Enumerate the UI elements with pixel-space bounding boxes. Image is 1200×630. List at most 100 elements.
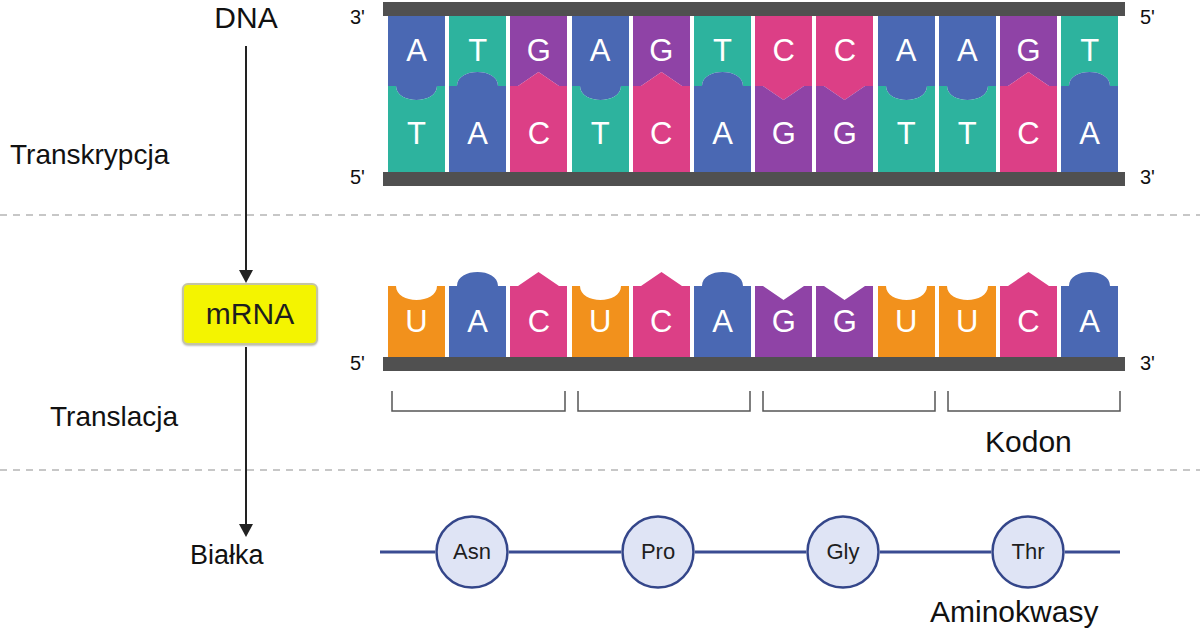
base-letter: C [1000,117,1057,151]
base-letter: C [510,117,567,151]
nucleotide-block: A [449,270,506,357]
base-letter: A [1061,305,1118,339]
nucleotide-block: U [572,270,629,357]
amino-acid-name: Thr [991,539,1065,565]
base-letter: G [755,117,812,151]
arrow-head [239,270,253,283]
nucleotide-block: T [939,72,996,172]
strand-backbone [383,357,1125,371]
strand-backbone [383,172,1125,186]
nucleotide-block: A [939,16,996,100]
base-letter: A [1061,117,1118,151]
base-letter: A [388,34,445,68]
base-letter: G [633,34,690,68]
nucleotide-block: A [878,16,935,100]
strand-end-label: 3' [1140,350,1155,376]
nucleotide-shape [449,72,506,172]
stage-label: Kodon [985,424,1072,460]
peptide-bond-line [695,551,806,554]
base-letter: U [572,305,629,339]
nucleotide-shape [572,86,629,172]
nucleotide-shape [510,272,567,357]
nucleotide-block: A [388,16,445,100]
nucleotide-shape [510,72,567,172]
stage-label: Transkrypcja [10,138,169,172]
base-letter: T [939,117,996,151]
nucleotide-shape [388,86,445,172]
base-letter: T [1061,34,1118,68]
stage-label: Aminokwasy [930,594,1098,630]
nucleotide-shape [1000,72,1057,172]
base-letter: T [878,117,935,151]
nucleotide-block: U [939,270,996,357]
base-letter: C [510,305,567,339]
nucleotide-block: G [755,72,812,172]
amino-acid-circle: Asn [435,515,509,589]
nucleotide-block: C [1000,72,1057,172]
nucleotide-block: T [878,72,935,172]
nucleotide-block: C [510,72,567,172]
base-letter: G [816,305,873,339]
molecule-label: mRNA [184,296,316,332]
nucleotide-shape [755,286,812,357]
base-letter: C [816,34,873,68]
nucleotide-block: A [1061,72,1118,172]
base-letter: A [572,34,629,68]
nucleotide-shape [939,286,996,357]
nucleotide-block: U [388,270,445,357]
strand-end-label: 5' [350,164,365,190]
nucleotide-shape [694,72,751,172]
stage-label: DNA [200,0,292,36]
nucleotide-block: G [816,270,873,357]
base-letter: T [449,34,506,68]
strand-end-label: 5' [350,350,365,376]
nucleotide-block: A [1061,270,1118,357]
base-letter: G [510,34,567,68]
arrow-head [239,524,253,537]
nucleotide-shape [694,272,751,357]
base-letter: C [633,305,690,339]
section-divider [0,214,1200,216]
nucleotide-shape [878,16,935,100]
base-letter: T [694,34,751,68]
amino-acid-circle: Pro [621,515,695,589]
nucleotide-block: G [816,72,873,172]
base-letter: G [755,305,812,339]
amino-acid-name: Gly [806,539,880,565]
base-letter: T [572,117,629,151]
amino-acid-circle: Gly [806,515,880,589]
nucleotide-shape [939,16,996,100]
nucleotide-shape [878,86,935,172]
process-arrow [245,347,247,526]
peptide-bond-line [509,551,621,554]
base-letter: A [694,117,751,151]
nucleotide-shape [878,286,935,357]
nucleotide-block: A [449,72,506,172]
base-letter: G [816,117,873,151]
codon-bracket [392,391,565,411]
nucleotide-block: C [633,270,690,357]
nucleotide-block: C [633,72,690,172]
base-letter: U [878,305,935,339]
nucleotide-shape [633,72,690,172]
nucleotide-shape [1061,272,1118,357]
nucleotide-block: C [1000,270,1057,357]
nucleotide-shape [388,286,445,357]
codon-bracket [578,391,750,411]
nucleotide-shape [572,16,629,100]
strand-end-label: 3' [350,4,365,30]
nucleotide-block: A [572,16,629,100]
base-letter: A [878,34,935,68]
nucleotide-shape [816,286,873,357]
base-letter: U [388,305,445,339]
base-letter: A [694,305,751,339]
base-letter: C [633,117,690,151]
strand-end-label: 3' [1140,164,1155,190]
nucleotide-shape [572,286,629,357]
amino-acid-name: Asn [435,539,509,565]
process-arrow [245,46,247,272]
nucleotide-shape [755,86,812,172]
